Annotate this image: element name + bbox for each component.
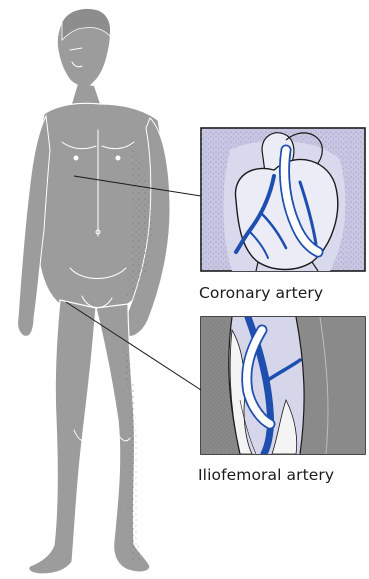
iliofemoral-artery-label: Iliofemoral artery [198,466,334,484]
human-figure-illustration [18,9,170,575]
figure-left-leg [29,300,96,574]
coronary-artery-label: Coronary artery [199,284,323,302]
heart-bypass-graft-illustration [201,128,365,271]
iliofemoral-bypass-graft-illustration [201,317,365,454]
figure-neck [72,84,100,104]
